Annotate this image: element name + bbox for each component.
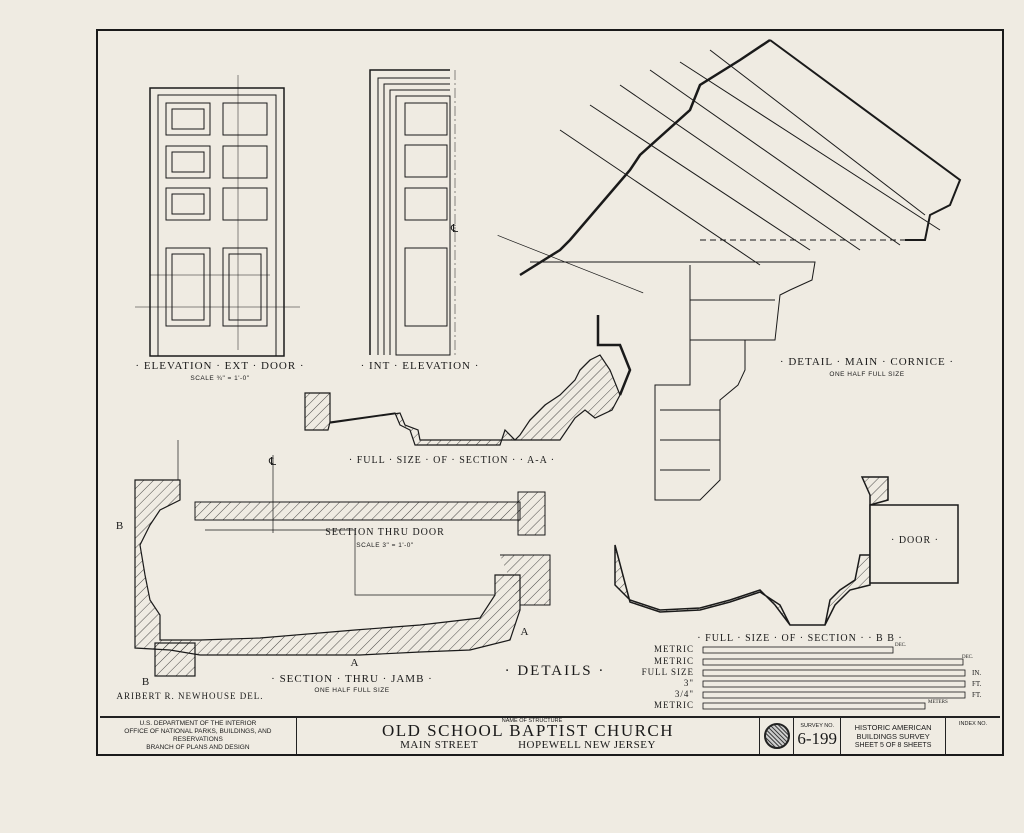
seal-cell	[760, 718, 795, 754]
section-thru-door-title: SECTION THRU DOOR	[325, 527, 445, 538]
section-thru-jamb-scale: ONE HALF FULL SIZE	[314, 687, 390, 694]
scale-unit: IN.	[972, 669, 982, 677]
scale-row-label: METRIC	[653, 644, 694, 654]
scale-unit: METERS	[928, 700, 948, 705]
section-thru-jamb	[134, 479, 521, 656]
title-block: U.S. DEPARTMENT OF THE INTERIOR OFFICE O…	[100, 716, 1000, 754]
agency-cell: U.S. DEPARTMENT OF THE INTERIOR OFFICE O…	[100, 718, 297, 754]
structure-cell: NAME OF STRUCTURE OLD SCHOOL BAPTIST CHU…	[297, 718, 761, 754]
section-marker-b: B	[141, 676, 151, 688]
elevation-ext-door	[135, 75, 300, 357]
sheet-border	[96, 29, 1004, 756]
detail-main-cornice-title: · DETAIL · MAIN · CORNICE ·	[779, 356, 955, 368]
door-block	[869, 504, 959, 584]
scale-unit: DEC.	[895, 643, 907, 648]
agency-line: OFFICE OF NATIONAL PARKS, BUILDINGS, AND…	[124, 728, 272, 743]
street: MAIN STREET	[400, 738, 479, 751]
agency-line: U.S. DEPARTMENT OF THE INTERIOR	[139, 720, 257, 727]
scale-row-label: METRIC	[653, 656, 694, 666]
survey-cell: SURVEY NO. 6-199	[794, 718, 842, 754]
section-aa-title: · FULL · SIZE · OF · SECTION · · A-A ·	[348, 455, 556, 466]
section-thru-door-scale: SCALE 3" = 1'-0"	[356, 542, 414, 549]
section-marker-a: A	[350, 657, 360, 669]
int-elevation	[369, 69, 456, 356]
section-bb	[614, 476, 889, 626]
door-label: · DOOR ·	[891, 535, 939, 546]
section-marker-a: A	[520, 626, 530, 638]
index-cell: INDEX NO.	[946, 718, 1000, 754]
detail-main-cornice-scale: ONE HALF FULL SIZE	[829, 371, 905, 378]
index-caption: INDEX NO.	[958, 721, 988, 727]
habs-line: BUILDINGS SURVEY	[856, 731, 930, 741]
section-marker-b: B	[115, 520, 125, 532]
scale-row-label: FULL SIZE	[641, 667, 694, 677]
centerline-symbol: ℄	[268, 456, 278, 468]
scale-unit: DEC.	[962, 655, 974, 660]
detail-main-cornice	[497, 38, 962, 501]
section-thru-jamb-title: · SECTION · THRU · JAMB ·	[271, 673, 433, 685]
graphic-scales	[702, 646, 966, 710]
scale-row-label: 3/4"	[674, 689, 694, 699]
sheet-number: SHEET 5 OF 8 SHEETS	[854, 741, 932, 749]
scale-unit: FT.	[972, 680, 982, 688]
elevation-ext-door-title: · ELEVATION · EXT · DOOR ·	[135, 360, 305, 372]
elevation-ext-door-scale: SCALE ¾" = 1'-0"	[190, 375, 250, 382]
scale-row-label: METRIC	[653, 700, 694, 710]
section-bb-title: · FULL · SIZE · OF · SECTION · · B B ·	[697, 633, 903, 644]
section-thru-door	[194, 455, 546, 536]
int-elevation-title: · INT · ELEVATION ·	[360, 360, 480, 372]
agency-line: BRANCH OF PLANS AND DESIGN	[146, 744, 250, 751]
habs-cell: HISTORIC AMERICAN BUILDINGS SURVEY SHEET…	[841, 718, 947, 754]
location: HOPEWELL NEW JERSEY	[518, 738, 656, 751]
centerline-symbol: ℄	[450, 223, 460, 235]
nps-seal-icon	[763, 723, 790, 749]
scale-row-label: 3"	[683, 678, 694, 688]
survey-caption: SURVEY NO.	[800, 723, 835, 729]
scale-unit: FT.	[972, 691, 982, 699]
habs-line: HISTORIC AMERICAN	[854, 722, 932, 732]
section-aa	[304, 354, 621, 446]
survey-number: 6-199	[797, 729, 838, 748]
structure-name: OLD SCHOOL BAPTIST CHURCH	[381, 720, 675, 740]
delineator: ARIBERT R. NEWHOUSE DEL.	[116, 691, 264, 701]
sheet-title-details: · DETAILS ·	[504, 663, 606, 679]
name-caption: NAME OF STRUCTURE	[501, 718, 563, 724]
